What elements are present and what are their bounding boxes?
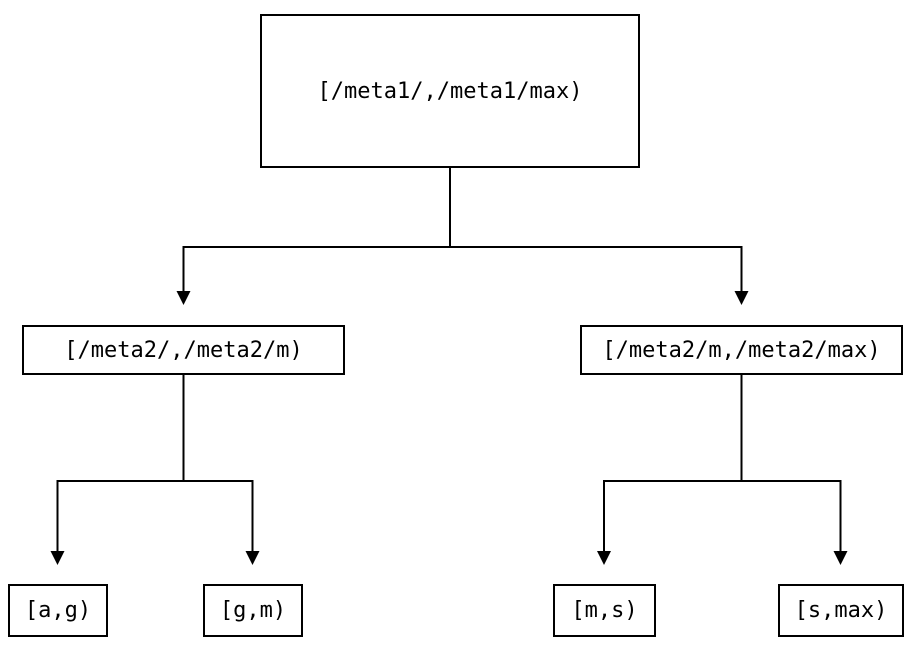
node-right-child-range: [/meta2/m,/meta2/max) bbox=[580, 325, 903, 375]
node-left-child-range: [/meta2/,/meta2/m) bbox=[22, 325, 345, 375]
node-left-child-label: [/meta2/,/meta2/m) bbox=[64, 337, 303, 363]
edge-root-to-right-child bbox=[449, 167, 749, 305]
node-leaf-smax: [s,max) bbox=[778, 584, 904, 637]
node-leaf-ag-label: [a,g) bbox=[24, 598, 92, 623]
node-leaf-ms-label: [m,s) bbox=[571, 598, 638, 623]
node-root-label: [/meta1/,/meta1/max) bbox=[317, 78, 583, 104]
node-leaf-gm: [g,m) bbox=[203, 584, 303, 637]
edge-right-child-to-leaf-smax bbox=[740, 374, 848, 565]
node-root-range: [/meta1/,/meta1/max) bbox=[260, 14, 640, 168]
edge-left-child-to-leaf-gm bbox=[182, 374, 260, 565]
node-leaf-smax-label: [s,max) bbox=[794, 598, 888, 623]
node-leaf-ag: [a,g) bbox=[8, 584, 108, 637]
node-leaf-ms: [m,s) bbox=[553, 584, 656, 637]
edge-root-to-left-child bbox=[176, 167, 451, 305]
edge-right-child-to-leaf-ms bbox=[597, 374, 743, 565]
node-leaf-gm-label: [g,m) bbox=[219, 598, 287, 623]
node-right-child-label: [/meta2/m,/meta2/max) bbox=[602, 337, 881, 363]
edge-left-child-to-leaf-ag bbox=[50, 374, 185, 565]
